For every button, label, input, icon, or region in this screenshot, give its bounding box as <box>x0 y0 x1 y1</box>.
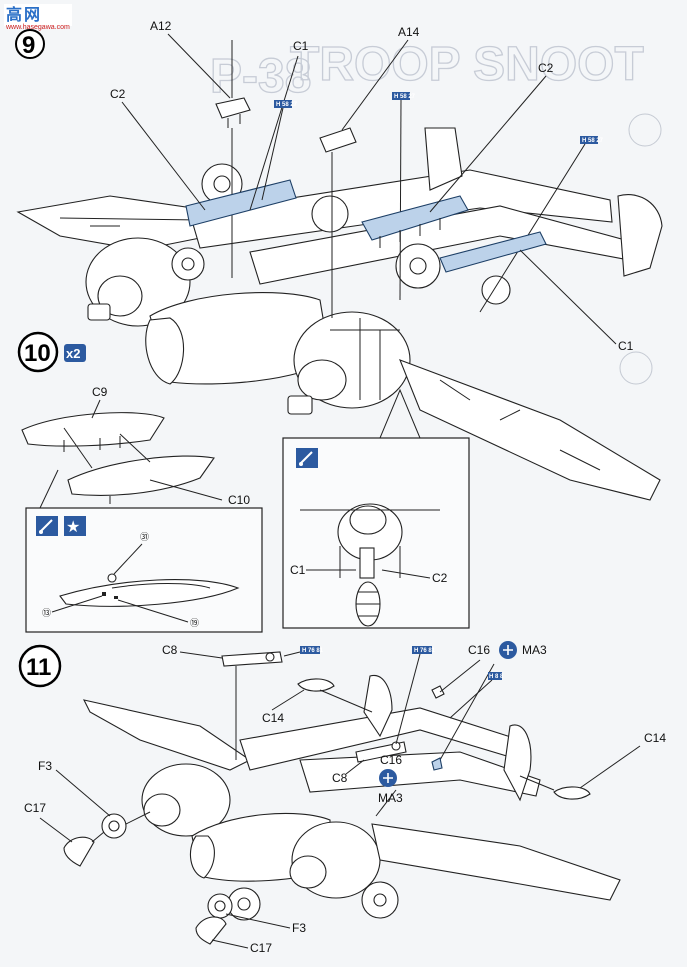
part-C8-top <box>221 651 283 760</box>
paint-ref-h27-c: H 58 27 <box>580 136 604 144</box>
paint-ref-h27-a: H 58 27 <box>274 100 298 108</box>
label-F3-bottom: F3 <box>292 921 306 935</box>
label-A12: A12 <box>150 19 172 33</box>
label-C14-right: C14 <box>644 731 666 745</box>
label-C1-right: C1 <box>618 339 634 353</box>
part-F3-left <box>101 813 127 839</box>
step-number: 10 <box>24 340 51 367</box>
part-C2-blue <box>361 195 469 248</box>
label-C10: C10 <box>228 493 250 507</box>
label-MA3-mid: MA3 <box>378 791 403 805</box>
part-A14 <box>319 127 357 318</box>
background-watermark: TROOP SNOOT P-38 <box>209 37 662 385</box>
label-MA3: MA3 <box>522 643 547 657</box>
part-C17-left <box>63 836 95 867</box>
paint-ref-text: H 76 81 <box>414 648 436 654</box>
site-logo: 高 网 www.hasegawa.com <box>4 4 72 31</box>
callout-19: ⑲ <box>190 618 199 628</box>
detail-box-gear <box>282 388 470 629</box>
label-C1-gear: C1 <box>290 563 306 577</box>
svg-text:★: ★ <box>66 519 80 536</box>
label-F3: F3 <box>38 759 52 773</box>
detail-box-10: ★ ㉛ ⑬ ⑲ <box>25 469 263 633</box>
label-C8-mid: C8 <box>332 771 348 785</box>
multiplier-badge: x2 <box>66 346 80 361</box>
aircraft-step-11 <box>82 674 621 921</box>
part-F3-bottom <box>207 893 233 919</box>
step-11: 11 <box>18 644 62 688</box>
label-C17-bottom: C17 <box>250 941 272 955</box>
logo-main: 网 <box>24 6 40 24</box>
label-A14: A14 <box>398 25 420 39</box>
label-C9: C9 <box>92 385 108 399</box>
step-number: 9 <box>22 32 35 59</box>
label-C1: C1 <box>293 39 309 53</box>
label-C17: C17 <box>24 801 46 815</box>
part-C1-blue <box>185 179 297 227</box>
label-C14: C14 <box>262 711 284 725</box>
part-C14-top <box>297 678 335 692</box>
paint-ref-text: H 76 81 <box>302 648 324 654</box>
step-number: 11 <box>26 654 51 681</box>
label-C16-mid: C16 <box>380 753 402 767</box>
watermark-text: TROOP SNOOT <box>290 38 644 91</box>
paint-ref-text: H 58 27 <box>394 94 416 100</box>
callout-31: ㉛ <box>140 532 149 542</box>
paint-ref-h8: H 8 8 <box>488 672 504 680</box>
paint-ref-text: H 58 27 <box>276 102 298 108</box>
part-C1-right <box>439 231 547 273</box>
paint-ref-h27-b: H 58 27 <box>392 92 416 100</box>
watermark-text-2: P-38 <box>210 50 311 103</box>
paint-ref-text: H 58 27 <box>582 138 604 144</box>
decal-C16-MA3-mid: C16 MA3 <box>375 753 403 817</box>
label-C2-gear: C2 <box>432 571 448 585</box>
star-icon <box>64 516 86 536</box>
logo-url: www.hasegawa.com <box>5 24 70 31</box>
paint-ref-text: H 8 8 <box>489 674 504 680</box>
label-C8: C8 <box>162 643 178 657</box>
label-C2-right: C2 <box>538 61 554 75</box>
label-C2: C2 <box>110 87 126 101</box>
part-C14-right <box>553 786 591 800</box>
paint-ref-h81-a: H 76 81 <box>300 646 324 654</box>
label-C16: C16 <box>468 643 490 657</box>
part-C17-bottom <box>195 916 227 945</box>
part-C9 <box>21 412 165 452</box>
part-C10 <box>67 455 215 504</box>
part-C8-mid <box>355 741 407 763</box>
step-10: 10 x2 <box>17 331 86 373</box>
paint-ref-h81-b: H 76 81 <box>412 646 436 654</box>
decal-C16-MA3-top: C16 MA3 <box>431 641 547 761</box>
step-9: 9 <box>15 29 45 59</box>
part-C16-small <box>431 757 443 771</box>
callout-13: ⑬ <box>42 608 51 618</box>
logo-top: 高 <box>6 5 22 24</box>
